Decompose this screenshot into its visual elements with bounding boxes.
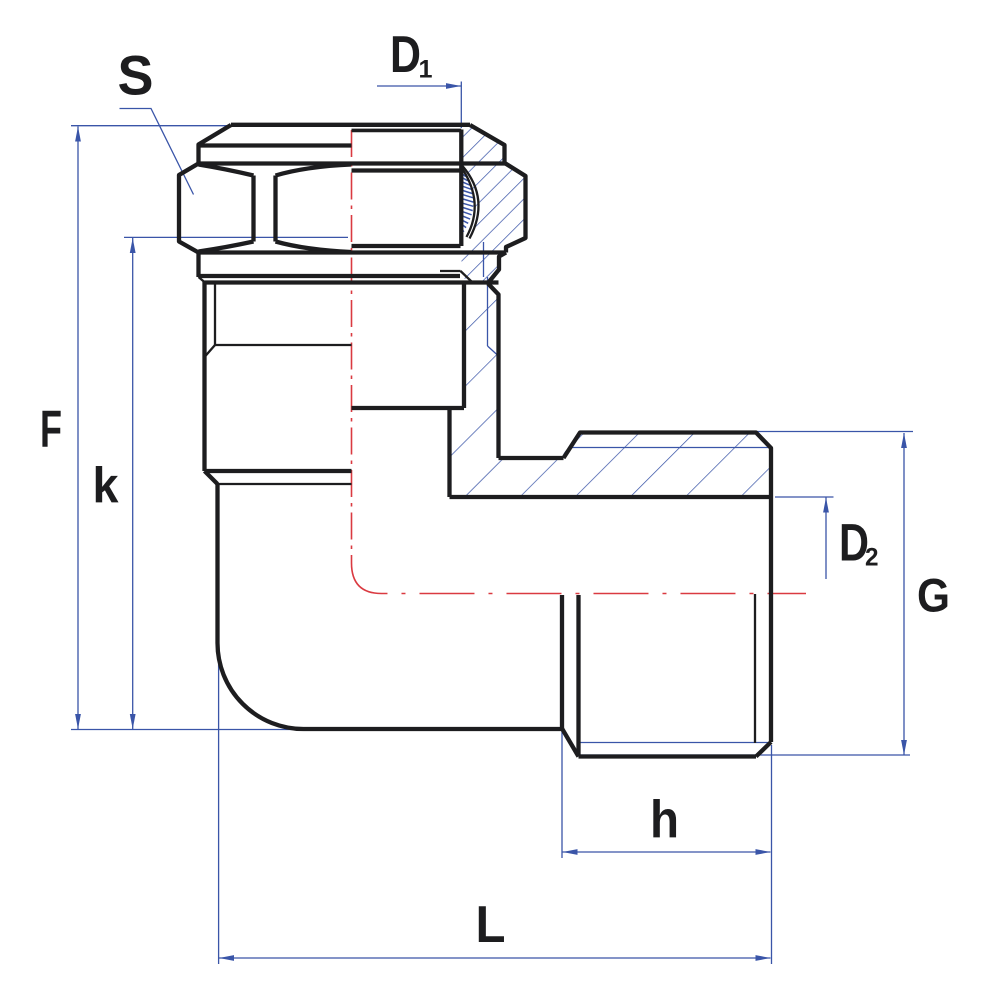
- svg-text:k: k: [93, 458, 119, 514]
- svg-text:D: D: [390, 26, 421, 84]
- svg-text:L: L: [476, 896, 506, 954]
- svg-text:D: D: [839, 514, 869, 573]
- svg-text:h: h: [650, 791, 679, 850]
- svg-text:2: 2: [865, 544, 879, 572]
- svg-text:S: S: [118, 44, 154, 107]
- svg-text:1: 1: [419, 56, 433, 84]
- svg-text:F: F: [40, 401, 62, 459]
- svg-text:G: G: [917, 570, 950, 623]
